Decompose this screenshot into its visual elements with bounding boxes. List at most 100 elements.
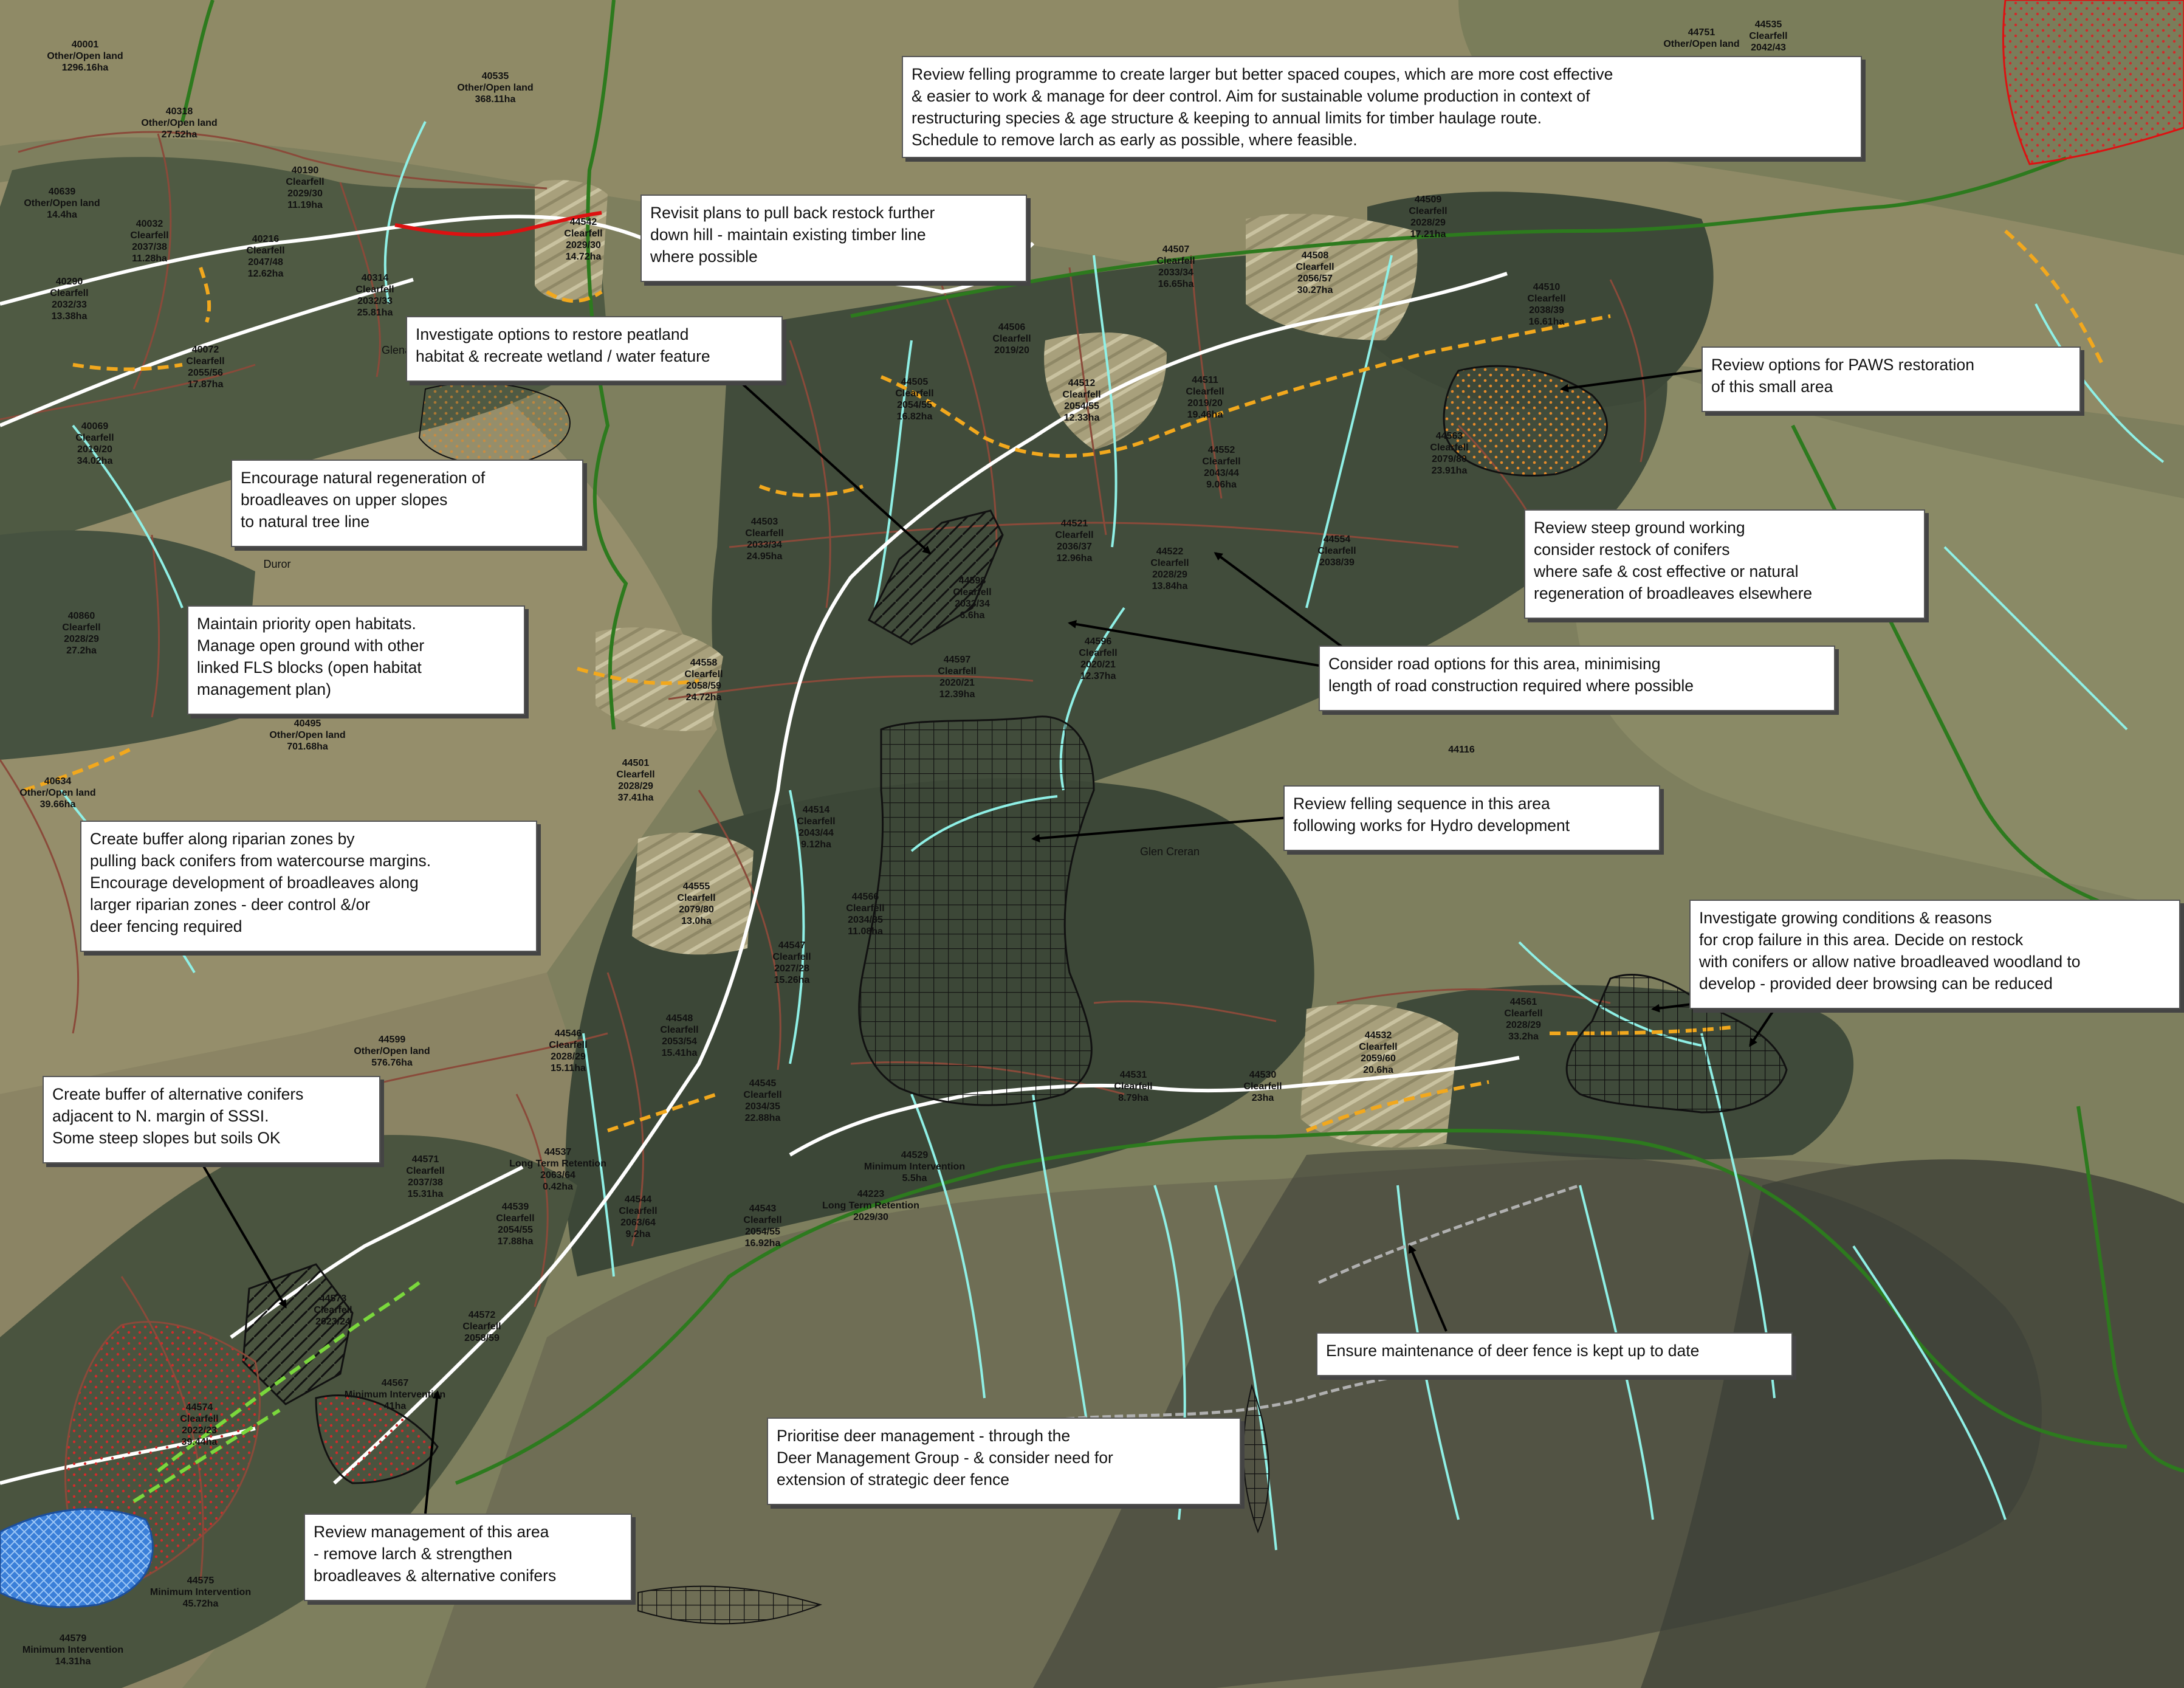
coupe-label-l1: Clearfell [745,528,783,539]
coupe-label-l1: Minimum Intervention [150,1587,251,1597]
coupe-label-l2: 2063/64 [540,1170,575,1180]
arrow-sssi [199,1160,287,1309]
green-dashed-line-2 [132,1408,281,1503]
coupe-label-l2: 2043/44 [1204,468,1239,478]
callout-line: length of road construction required whe… [1328,677,1694,695]
hatched-area-peatland [868,509,1004,646]
coupe-label-l3: 23ha [1252,1093,1274,1103]
coupe-label-l3: 12.39ha [939,689,975,700]
callout-line: for crop failure in this area. Decide on… [1699,931,2024,949]
coupe-label-id: 44599 [379,1035,406,1045]
coupe-label-l3: 20.6ha [1363,1065,1393,1075]
callout-line: Create buffer of alternative conifers [52,1085,304,1103]
callout-line: adjacent to N. margin of SSSI. [52,1107,269,1125]
callout-line: Maintain priority open habitats. [197,615,416,633]
coupe-line-21 [0,759,80,1034]
felled-area-44555 [632,832,754,955]
loch-creran [1033,1149,2042,1688]
coupe-label-l1: Clearfell [684,669,723,680]
coupe-label-id: 44596 [1085,636,1112,647]
coupe-label-l2: 2058/59 [686,681,721,691]
glen-creran-hatch [1243,1383,1270,1534]
watercourse-9 [1943,546,2128,731]
coupe-label-id: 44558 [690,658,718,668]
watercourse-16 [582,1033,615,1277]
callout-line: Prioritise deer management - through the [777,1427,1071,1445]
coupe-label-l2: 2020/21 [1080,660,1116,670]
coupe-label-id: 44539 [502,1202,529,1212]
callout-line: Deer Management Group - & consider need … [777,1449,1113,1467]
coupe-label-l2: 2043/44 [798,828,834,838]
callout-line: Create buffer along riparian zones by [90,830,355,848]
callout-line: broadleaves & alternative conifers [314,1566,557,1585]
coupe-label-l1: Minimum Intervention [345,1390,445,1400]
coupe-label-id: 44507 [1162,244,1190,255]
arrow-road-2 [1068,619,1338,670]
callout-line: Review steep ground working [1534,518,1745,537]
callout-line: with conifers or allow native broadleave… [1699,953,2081,971]
coupe-label-l1: Clearfell [314,1305,352,1315]
coupe-label-l2: 2054/55 [1064,401,1099,412]
coupe-label-l1: Clearfell [895,388,933,399]
callout-line: Encourage natural regeneration of [241,469,486,487]
coupe-label-l1: Clearfell [355,284,394,295]
coupe-line-15 [515,1094,549,1307]
coupe-label-l3: 24.95ha [747,551,783,562]
coupe-label-id: 40634 [44,776,72,787]
coupe-label-id: 44546 [555,1028,582,1039]
coupe-label-l1: Clearfell [1243,1081,1282,1092]
callout-sssi-buffer: Create buffer of alternative conifers adj… [43,1076,380,1163]
coupe-label-l3: 23.91ha [1432,466,1468,476]
coupe-label-l1: Clearfell [130,230,168,241]
coupe-label-l3: 19.46ha [1187,410,1223,420]
coupe-label-id: 44506 [998,322,1026,332]
paws-area [1443,365,1608,477]
coupe-label-l3: 13.38ha [52,311,88,322]
callout-line: Investigate growing conditions & reasons [1699,909,1992,927]
coupe-label-l2: 2020/21 [939,678,975,688]
coupe-label-l2: 701.68ha [287,742,328,752]
boundary-main [850,156,2067,318]
coupe-label-id: 40314 [362,273,389,283]
watercourse-10 [2035,303,2165,463]
road-glen-creran [789,1056,1520,1157]
coupe-label-l2: 2037/38 [408,1177,443,1188]
hydro-area-inner [910,795,1058,852]
coupe-label-id: 40535 [482,71,509,81]
coupe-label-l1: Clearfell [616,770,654,780]
coupe-line-1 [18,131,548,190]
road-north-spur [0,278,414,427]
place-label: Glen Creran [1140,846,1200,858]
coupe-label-l1: Clearfell [797,816,835,827]
coupe-label-l1: Other/Open land [19,788,95,798]
coupe-label-l3: 34.02ha [77,456,113,466]
coupe-label-l1: Clearfell [75,433,114,443]
coupe-label-l1: Clearfell [1430,443,1468,453]
coupe-label-l1: Clearfell [1156,256,1195,266]
coupe-label-l1: Clearfell [1504,1008,1542,1019]
water-layer [1033,1149,2042,1688]
coupe-line-16 [1093,1000,1277,1022]
coupe-label-l3: 17.87ha [188,379,224,390]
coupe-label-id: 44545 [749,1078,777,1089]
woodland-northwest [0,157,608,547]
woodland-northeast [1367,191,1714,410]
coupe-label-l1: Clearfell [406,1166,444,1176]
coupe-line-18 [1609,279,1647,463]
deer-fence [1032,1183,1641,1424]
green-dashed-line [157,1281,421,1473]
coupe-line-2 [132,133,172,390]
watercourse-18 [1852,1245,2007,1520]
coupe-label-id: 44554 [1324,534,1351,545]
callout-line: & easier to work & manage for deer contr… [912,87,1590,105]
